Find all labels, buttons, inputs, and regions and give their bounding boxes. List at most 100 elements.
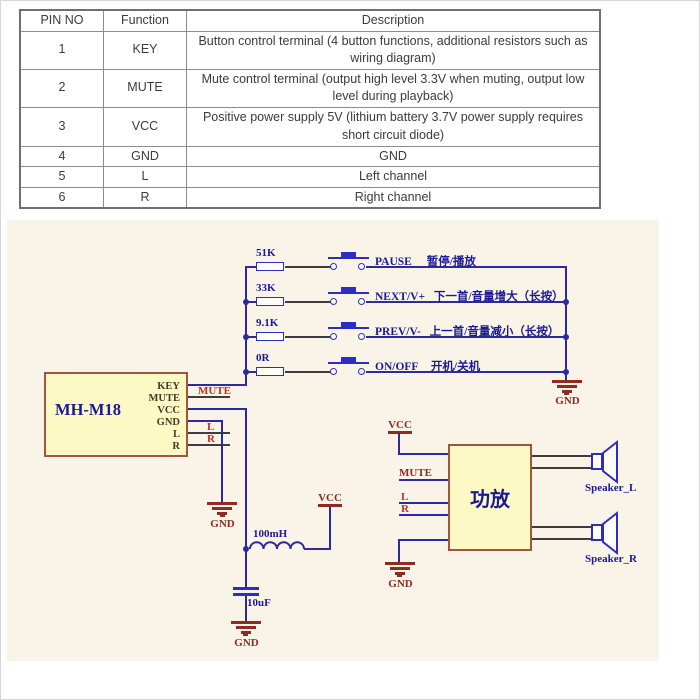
button-label-en: NEXT/V+ — [375, 291, 426, 303]
cell-function: KEY — [103, 30, 187, 70]
amplifier-block: 功放 — [448, 444, 532, 551]
wire — [221, 420, 223, 502]
gnd-symbol — [243, 634, 248, 636]
pin-r: R — [172, 441, 180, 452]
wire — [398, 433, 400, 455]
wire — [245, 408, 247, 551]
speaker-right-label: Speaker_R — [585, 553, 637, 565]
button-label-zh: 下一首/音量增大（长按） — [433, 291, 564, 303]
button-symbol — [328, 327, 369, 329]
resistor-value: 0R — [256, 352, 270, 364]
gnd-symbol — [212, 507, 232, 510]
gnd-symbol — [395, 572, 405, 575]
gnd-symbol — [397, 575, 402, 577]
pin-mute: MUTE — [148, 393, 181, 404]
mh-m18-module: MH-M18 KEY MUTE VCC GND L R — [44, 372, 188, 457]
pin-gnd: GND — [156, 417, 180, 428]
switch-terminal — [358, 333, 365, 340]
wire — [188, 420, 223, 422]
amp-l-label: L — [401, 491, 409, 503]
resistor-value: 9.1K — [256, 317, 279, 329]
resistor-value: 33K — [256, 282, 276, 294]
pin-l: L — [172, 429, 180, 440]
junction-dot — [243, 334, 249, 340]
speaker-icon — [602, 510, 618, 556]
cell-description: Positive power supply 5V (lithium batter… — [186, 106, 601, 147]
capacitor-symbol — [233, 593, 259, 596]
gnd-label: GND — [555, 395, 580, 407]
switch-terminal — [330, 333, 337, 340]
gnd-label: GND — [210, 518, 235, 530]
wire — [532, 455, 591, 457]
wire — [245, 596, 247, 621]
wire — [245, 371, 257, 373]
gnd-symbol — [564, 393, 569, 395]
button-label-en: PREV/V- — [375, 326, 421, 338]
wire — [366, 371, 567, 373]
inductor-symbol — [249, 541, 305, 550]
table-header-row: PIN NO Function Description — [19, 9, 601, 32]
table-row: 1 KEY Button control terminal (4 button … — [19, 30, 601, 70]
button-label-zh: 上一首/音量减小（长按） — [429, 326, 560, 338]
inductor-value: 100mH — [253, 528, 288, 540]
speaker-icon — [591, 453, 603, 470]
button-label: PREV/V- 上一首/音量减小（长按） — [375, 323, 559, 339]
resistor-symbol — [256, 262, 284, 271]
cell-function: VCC — [103, 106, 187, 147]
wire — [329, 506, 331, 550]
net-label-mute: MUTE — [198, 385, 231, 397]
wire — [304, 548, 331, 550]
junction-dot — [563, 334, 569, 340]
gnd-symbol — [390, 567, 410, 570]
switch-terminal — [330, 368, 337, 375]
button-symbol — [341, 287, 356, 293]
switch-terminal — [358, 368, 365, 375]
table-row: 3 VCC Positive power supply 5V (lithium … — [19, 106, 601, 147]
gnd-symbol — [220, 515, 225, 517]
amp-r-label: R — [401, 503, 409, 515]
amplifier-name: 功放 — [470, 489, 510, 511]
wire — [188, 432, 230, 434]
module-name: MH-M18 — [55, 400, 121, 419]
wire — [532, 538, 591, 540]
button-symbol — [341, 357, 356, 363]
wire — [245, 551, 247, 588]
wire — [188, 408, 247, 410]
wire — [398, 453, 448, 455]
button-label: PAUSE 暂停/播放 — [375, 253, 476, 269]
vcc-label: VCC — [318, 492, 342, 504]
junction-dot — [243, 546, 249, 552]
resistor-symbol — [256, 367, 284, 376]
wire — [188, 444, 230, 446]
amp-mute-label: MUTE — [399, 467, 432, 479]
button-symbol — [328, 292, 369, 294]
wire — [532, 526, 591, 528]
gnd-symbol — [557, 385, 577, 388]
speaker-left-label: Speaker_L — [585, 482, 637, 494]
cell-description: Button control terminal (4 button functi… — [186, 30, 601, 70]
switch-terminal — [358, 263, 365, 270]
button-label: NEXT/V+ 下一首/音量增大（长按） — [375, 288, 564, 304]
gnd-label: GND — [388, 578, 413, 590]
wire — [188, 384, 247, 386]
switch-terminal — [358, 298, 365, 305]
wire — [399, 479, 448, 481]
wire — [399, 539, 448, 541]
wire — [245, 301, 257, 303]
speaker-icon — [591, 524, 603, 541]
gnd-symbol — [241, 631, 251, 634]
vcc-label: VCC — [388, 419, 412, 431]
gnd-label: GND — [234, 637, 259, 649]
button-label: ON/OFF 开机/关机 — [375, 358, 480, 374]
wire — [285, 371, 331, 373]
wire — [398, 539, 400, 562]
junction-dot — [243, 299, 249, 305]
wire — [399, 514, 448, 516]
net-label-l: L — [207, 421, 215, 433]
cell-pin: 3 — [19, 106, 104, 147]
wire — [245, 266, 247, 386]
junction-dot — [243, 369, 249, 375]
switch-terminal — [330, 298, 337, 305]
